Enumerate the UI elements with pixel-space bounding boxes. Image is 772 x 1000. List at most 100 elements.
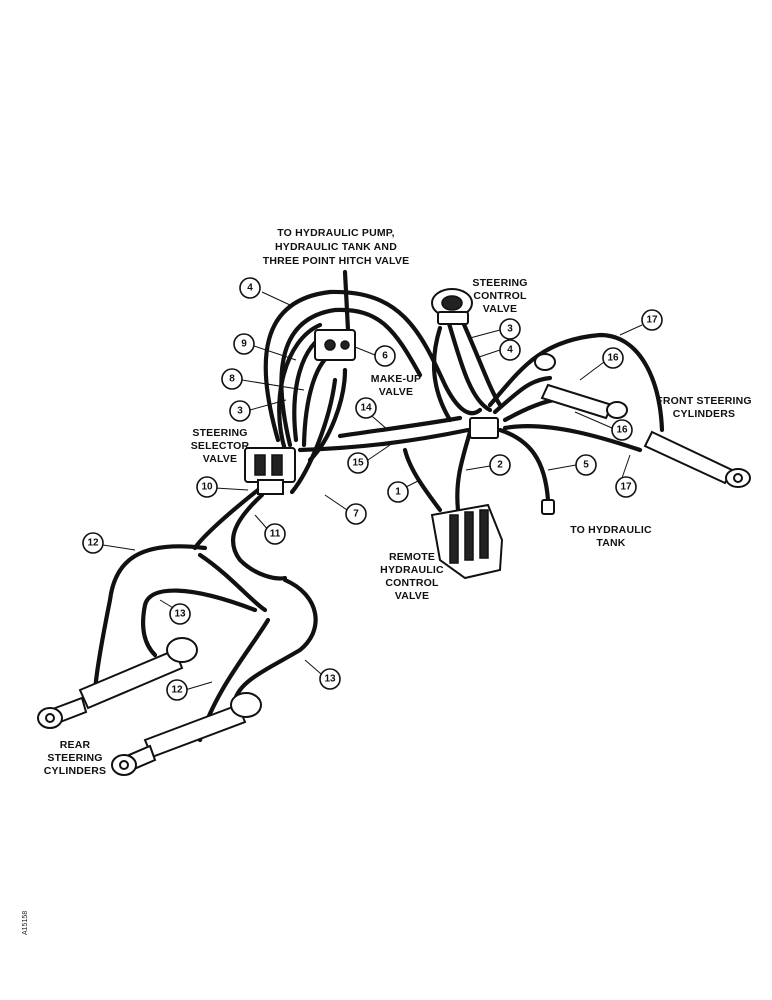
callout-5: 5 [575, 454, 597, 476]
svg-text:4: 4 [507, 345, 513, 356]
label-remote-1: REMOTE [389, 551, 435, 563]
svg-text:13: 13 [174, 609, 186, 620]
callout-4-upper: 4 [239, 277, 261, 299]
svg-text:2: 2 [497, 460, 503, 471]
callout-11: 11 [264, 523, 286, 545]
hose-3 [277, 322, 323, 453]
svg-text:14: 14 [360, 403, 372, 414]
hose-10 [192, 487, 261, 551]
label-steering-control-1: STEERING [472, 277, 527, 289]
svg-text:6: 6 [382, 351, 388, 362]
label-steering-control-2: CONTROL [473, 290, 527, 302]
label-to-hydraulic-tank: TO HYDRAULIC TANK [570, 524, 652, 549]
callout-9: 9 [233, 333, 255, 355]
svg-text:15: 15 [352, 458, 364, 469]
label-selector-3: VALVE [203, 453, 237, 465]
callout-2: 2 [489, 454, 511, 476]
label-makeup-1: MAKE-UP [371, 373, 421, 385]
hose-12a2 [197, 552, 268, 613]
svg-text:12: 12 [171, 685, 183, 696]
callout-13-lower: 13 [319, 668, 341, 690]
hose-14 [337, 415, 463, 439]
label-steering-control-3: VALVE [483, 303, 517, 315]
label-tank-1: TO HYDRAULIC [570, 524, 652, 536]
svg-text:7: 7 [353, 509, 359, 520]
hose-11 [230, 492, 288, 581]
callout-17-upper: 17 [641, 309, 663, 331]
label-front-cyl-2: CYLINDERS [673, 408, 735, 420]
label-rear-cyl-3: CYLINDERS [44, 765, 106, 777]
label-makeup-valve: MAKE-UP VALVE [371, 373, 421, 398]
label-makeup-2: VALVE [379, 386, 413, 398]
hose-network [92, 269, 665, 743]
front-steering-cylinders [534, 353, 751, 488]
callout-4-right: 4 [499, 339, 521, 361]
svg-text:3: 3 [507, 324, 513, 335]
hose-15 [297, 427, 471, 453]
label-to-hydraulic-pump: TO HYDRAULIC PUMP, HYDRAULIC TANK AND TH… [263, 227, 410, 267]
label-steering-control-valve: STEERING CONTROL VALVE [472, 277, 527, 315]
svg-text:8: 8 [229, 374, 235, 385]
manifold-fitting [469, 417, 499, 439]
remote-hydraulic-control-valve [430, 503, 504, 580]
label-rear-cyl-2: STEERING [47, 752, 102, 764]
steering-control-valve [431, 288, 473, 325]
hose-17b [502, 424, 643, 453]
svg-text:10: 10 [201, 482, 213, 493]
svg-text:3: 3 [237, 406, 243, 417]
tank-fitting [541, 499, 555, 515]
hose-17a [487, 332, 665, 433]
label-pump-line2: HYDRAULIC TANK AND [275, 241, 397, 253]
label-rear-cyl-1: REAR [60, 739, 91, 751]
label-remote-2: HYDRAULIC [380, 564, 444, 576]
hose-2 [455, 429, 473, 513]
callout-6: 6 [374, 345, 396, 367]
makeup-valve [314, 329, 356, 361]
svg-text:12: 12 [87, 538, 99, 549]
callout-16-upper: 16 [602, 347, 624, 369]
rear-steering-cylinders [37, 637, 262, 776]
callout-12-lower: 12 [166, 679, 188, 701]
callout-1: 1 [387, 481, 409, 503]
label-remote-hydraulic-control-valve: REMOTE HYDRAULIC CONTROL VALVE [380, 551, 444, 602]
hose-13b [232, 577, 318, 703]
hose-16a [492, 375, 553, 415]
callout-15: 15 [347, 452, 369, 474]
label-remote-4: VALVE [395, 590, 429, 602]
label-selector-2: SELECTOR [191, 440, 250, 452]
hose-13a [140, 588, 258, 658]
callout-14: 14 [355, 397, 377, 419]
hose-12a [92, 544, 208, 698]
svg-text:17: 17 [620, 482, 632, 493]
callout-3-left: 3 [229, 400, 251, 422]
label-front-steering-cylinders: FRONT STEERING CYLINDERS [656, 395, 752, 420]
callout-7: 7 [345, 503, 367, 525]
label-pump-line1: TO HYDRAULIC PUMP, [277, 227, 395, 239]
callout-16-lower: 16 [611, 419, 633, 441]
svg-text:1: 1 [395, 487, 401, 498]
callout-8: 8 [221, 368, 243, 390]
label-rear-steering-cylinders: REAR STEERING CYLINDERS [44, 739, 106, 777]
svg-text:5: 5 [583, 460, 589, 471]
svg-text:16: 16 [607, 353, 619, 364]
leader-lines [102, 291, 643, 691]
callout-3-right: 3 [499, 318, 521, 340]
label-selector-1: STEERING [192, 427, 247, 439]
hose-1 [402, 447, 443, 513]
callout-10: 10 [196, 476, 218, 498]
callout-17-lower: 17 [615, 476, 637, 498]
figure-reference-code: A15158 [22, 910, 29, 935]
hose-5 [497, 427, 551, 503]
svg-text:17: 17 [646, 315, 658, 326]
hose-4 [263, 289, 483, 443]
label-pump-line3: THREE POINT HITCH VALVE [263, 255, 410, 267]
callout-13-upper: 13 [169, 603, 191, 625]
svg-text:4: 4 [247, 283, 253, 294]
label-front-cyl-1: FRONT STEERING [656, 395, 752, 407]
steering-selector-valve [244, 447, 296, 495]
svg-text:9: 9 [241, 339, 247, 350]
label-remote-3: CONTROL [385, 577, 439, 589]
svg-text:16: 16 [616, 425, 628, 436]
callout-12-upper: 12 [82, 532, 104, 554]
